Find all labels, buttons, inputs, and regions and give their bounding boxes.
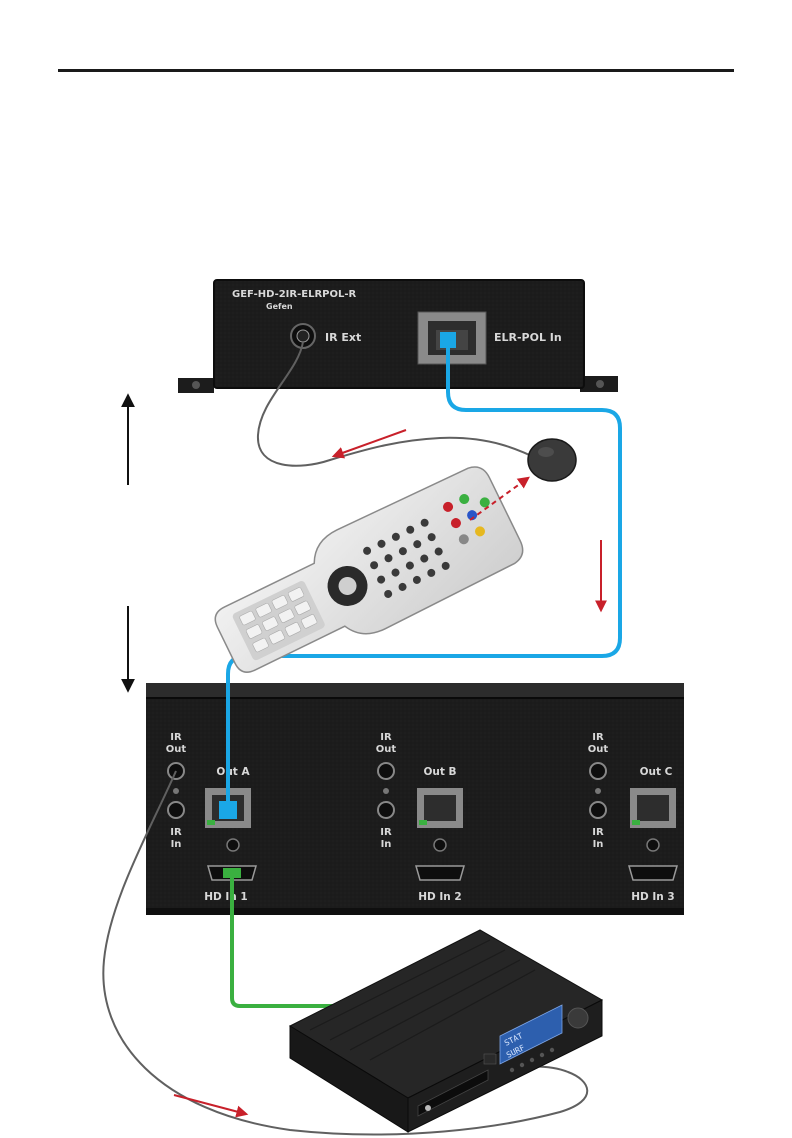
- ir-out-label: IR: [592, 732, 604, 743]
- hdbaset-plug-matrix: [219, 801, 237, 819]
- ir-in-label: In: [381, 839, 392, 850]
- ir-out-label: IR: [170, 732, 182, 743]
- ir-beam-arrow: [469, 476, 530, 521]
- ir-out-label: IR: [380, 732, 392, 743]
- ir-in-label: IR: [170, 827, 182, 838]
- ir-remote-control: [214, 466, 524, 673]
- hdmi-cable: [230, 874, 344, 1008]
- ir-extender-cable: [256, 341, 541, 467]
- ir-signal-arrow-source: [173, 1094, 249, 1118]
- hdmi-input-label: HD In 3: [631, 891, 675, 903]
- ir-in-label: IR: [592, 827, 604, 838]
- ir-in-label: In: [593, 839, 604, 850]
- ir-signal-arrow-sensor: [331, 429, 407, 459]
- output-label: Out C: [640, 766, 673, 778]
- hdmi-input-label: HD In 1: [204, 891, 248, 903]
- matrix-column-3: IR Out IR In Out C HD In 3: [588, 732, 678, 903]
- ir-out-label: Out: [588, 744, 609, 755]
- ir-sensor-eye: [527, 438, 577, 482]
- ir-out-label: Out: [166, 744, 187, 755]
- matrix-column-2: IR Out IR In Out B HD In 2: [376, 732, 465, 903]
- hdmi-plug: [223, 868, 241, 878]
- matrix-column-1: IR Out IR In Out A HD In 1: [166, 732, 257, 903]
- output-label: Out B: [423, 766, 456, 778]
- ir-in-label: IR: [380, 827, 392, 838]
- hdbaset-plug-receiver: [440, 332, 456, 348]
- ir-in-label: In: [171, 839, 182, 850]
- header-rule: [58, 69, 734, 72]
- source-device: STAT SURF: [288, 929, 604, 1133]
- ir-ext-label: IR Ext: [325, 331, 361, 344]
- ir-out-label: Out: [376, 744, 397, 755]
- output-label: Out A: [216, 766, 250, 778]
- receiver-brand-label: Gefen: [266, 302, 293, 311]
- elr-pol-in-label: ELR-POL In: [494, 331, 562, 344]
- receiver-unit: GEF-HD-2IR-ELRPOL-R Gefen IR Ext ELR-POL…: [178, 279, 618, 393]
- receiver-model-label: GEF-HD-2IR-ELRPOL-R: [232, 289, 357, 300]
- ir-emitter-cable: [102, 770, 589, 1136]
- hdmi-input-label: HD In 2: [418, 891, 462, 903]
